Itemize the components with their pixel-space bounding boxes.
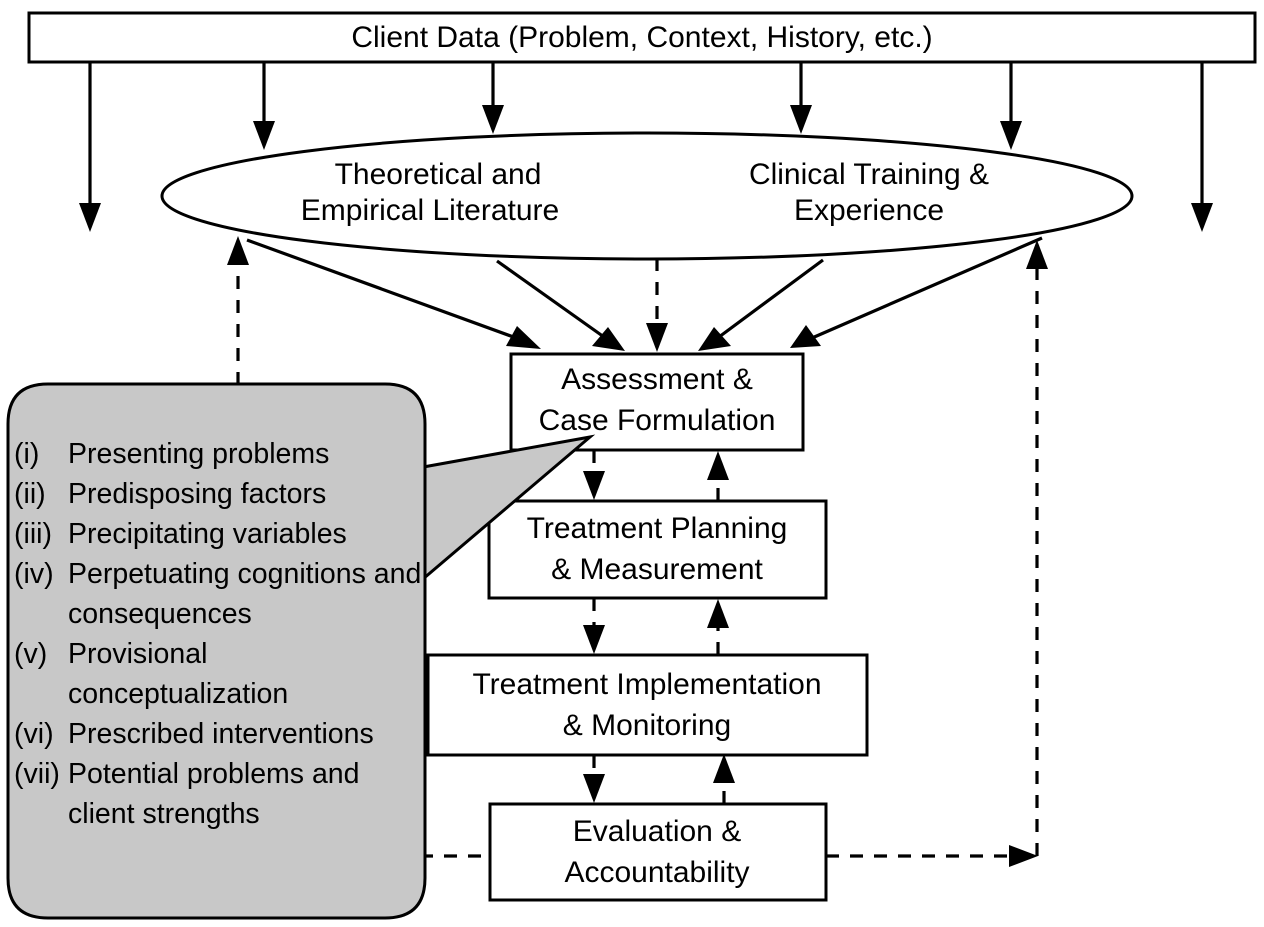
evaluation-to-implementation-feedback-arrowhead — [713, 754, 735, 783]
knowledge-resources-ellipse — [160, 131, 1134, 261]
ellipse-to-assessment-line-3 — [718, 258, 824, 339]
treatment-planning-label-line2: & Measurement — [551, 553, 763, 586]
evaluation-right-feedback-horizontal-arrowhead — [1009, 845, 1038, 867]
assessment-box-label-line1: Assessment & — [561, 363, 753, 396]
callout-list-item: (iv) Perpetuating cognitions and consequ… — [14, 554, 424, 634]
client-data-to-ellipse-arrowhead-2 — [482, 105, 504, 134]
evaluation-right-feedback-arrowhead — [1026, 240, 1048, 269]
callout-item-number: (vii) — [14, 758, 60, 790]
ellipse-to-assessment-line-4 — [811, 236, 1043, 340]
ellipse-to-assessment-arrowhead-3 — [698, 327, 731, 351]
callout-item-text: Perpetuating cognitions and consequences — [68, 558, 422, 630]
callout-list-item: (ii) Predisposing factors — [14, 474, 424, 514]
callout-item-text: Provisional conceptualization — [68, 638, 289, 710]
ellipse-to-assessment-arrowhead-1 — [506, 326, 541, 349]
assessment-to-planning-arrowhead — [583, 471, 605, 500]
callout-list-item: (v) Provisional conceptualization — [14, 634, 424, 714]
treatment-implementation-label-line1: Treatment Implementation — [472, 668, 821, 701]
ellipse-to-assessment-arrowhead-4 — [790, 325, 821, 348]
clinical-training-label-line1: Clinical Training & — [749, 158, 989, 191]
callout-item-number: (i) — [14, 438, 40, 470]
implementation-to-planning-feedback-arrowhead — [707, 599, 729, 628]
callout-item-text: Prescribed interventions — [68, 718, 374, 750]
callout-list-item: (vi) Prescribed interventions — [14, 714, 424, 754]
callout-item-number: (v) — [14, 638, 48, 670]
clinical-training-label-line2: Experience — [794, 194, 944, 227]
theoretical-literature-label-line1: Theoretical and — [335, 158, 542, 191]
callout-list-item: (i) Presenting problems — [14, 434, 424, 474]
treatment-implementation-box — [426, 653, 869, 757]
ellipse-to-assessment-dashed-arrowhead — [646, 323, 668, 352]
implementation-to-evaluation-arrowhead — [583, 774, 605, 803]
callout-item-number: (iv) — [14, 558, 54, 590]
callout-item-text: Presenting problems — [68, 438, 330, 470]
client-data-box — [27, 11, 1257, 64]
callout-item-number: (iii) — [14, 518, 52, 550]
client-data-right-bypass-arrowhead — [1191, 203, 1213, 232]
callout-list-item: (iii) Precipitating variables — [14, 514, 424, 554]
callout-body-shape — [6, 382, 427, 920]
assessment-case-formulation-box — [509, 352, 805, 452]
planning-to-assessment-feedback-arrowhead — [707, 451, 729, 480]
evaluation-label-line2: Accountability — [564, 856, 749, 889]
client-data-left-bypass-arrowhead — [79, 203, 101, 232]
theoretical-literature-label-line2: Empirical Literature — [301, 194, 559, 227]
callout-list-item: (vii) Potential problems and client stre… — [14, 754, 424, 834]
assessment-box-label-line2: Case Formulation — [539, 404, 776, 437]
ellipse-to-assessment-arrowhead-2 — [592, 327, 625, 351]
planning-to-implementation-arrowhead — [583, 625, 605, 654]
evaluation-accountability-box — [488, 802, 828, 902]
callout-item-text: Precipitating variables — [68, 518, 347, 550]
treatment-implementation-label-line2: & Monitoring — [563, 709, 731, 742]
callout-item-list: (i) Presenting problems (ii) Predisposin… — [14, 434, 424, 834]
client-data-to-ellipse-arrowhead-3 — [790, 105, 812, 134]
ellipse-to-assessment-line-1 — [246, 238, 520, 341]
treatment-planning-label-line1: Treatment Planning — [527, 512, 788, 545]
client-data-to-ellipse-arrowhead-1 — [253, 121, 275, 150]
callout-item-number: (vi) — [14, 718, 54, 750]
callout-to-ellipse-feedback-arrowhead — [227, 236, 249, 265]
client-data-to-ellipse-arrowhead-4 — [1000, 121, 1022, 150]
callout-item-text: Potential problems and client strengths — [68, 758, 360, 830]
evaluation-label-line1: Evaluation & — [573, 815, 741, 848]
callout-item-text: Predisposing factors — [68, 478, 327, 510]
treatment-planning-box — [487, 499, 828, 600]
callout-item-number: (ii) — [14, 478, 46, 510]
client-data-label: Client Data (Problem, Context, History, … — [351, 21, 932, 54]
ellipse-to-assessment-line-2 — [496, 259, 605, 339]
